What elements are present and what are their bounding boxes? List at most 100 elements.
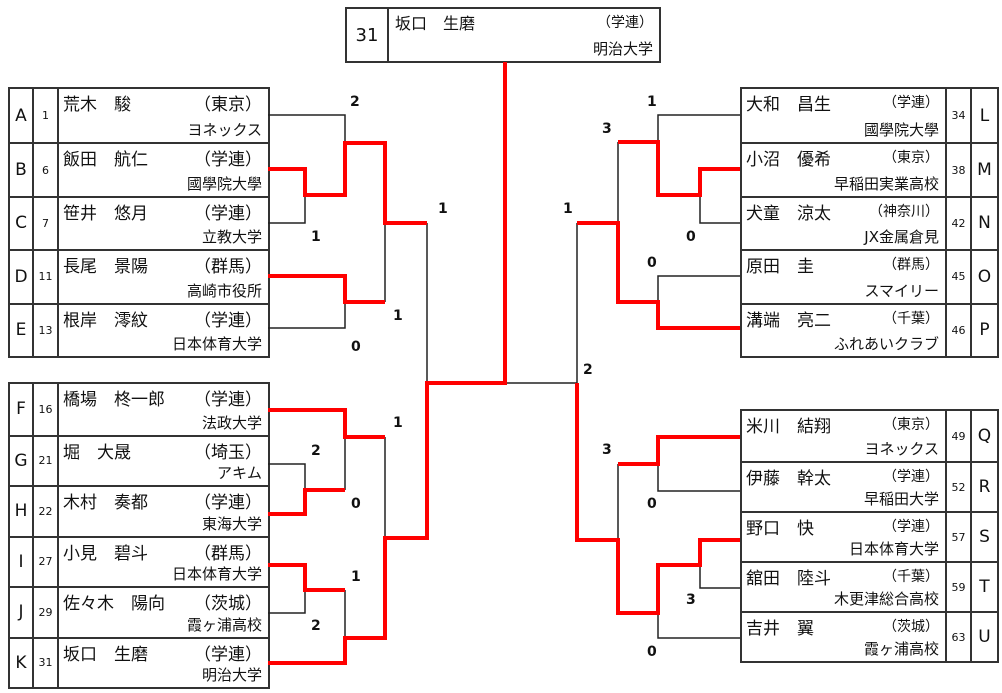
winner-line (575, 383, 740, 615)
player-organization: ヨネックス (864, 440, 939, 458)
score: 0 (647, 255, 657, 271)
player-organization: 霞ヶ浦高校 (863, 640, 939, 658)
player-organization: 木更津総合高校 (833, 590, 939, 608)
winner-line (618, 140, 740, 197)
player-organization: 早稲田大学 (863, 490, 939, 508)
player-info: 舘田 陸斗 （千葉） 木更津総合高校 (742, 563, 947, 611)
winner-lines (268, 62, 740, 665)
player-info: 大和 昌生 （学連） 國學院大學 (742, 89, 947, 143)
player-organization: 日本体育大学 (171, 334, 262, 353)
player-prefecture: （群馬） (194, 543, 262, 564)
line (268, 437, 386, 638)
player-seed: 59 (947, 563, 972, 611)
player-prefecture: （神奈川） (869, 203, 939, 220)
player-info: 長尾 景陽 （群馬） 高崎市役所 (59, 251, 268, 302)
score: 1 (563, 201, 573, 217)
winner-line (268, 408, 385, 439)
player-seed: 1 (34, 89, 59, 143)
player-letter: E (10, 304, 34, 356)
player-info: 小沼 優希 （東京） 早稲田実業高校 (742, 144, 947, 196)
player-seed: 11 (34, 251, 59, 303)
line (268, 114, 428, 383)
player-prefecture: （東京） (194, 95, 262, 115)
player-organization: 國學院大學 (186, 174, 262, 193)
score: 1 (647, 94, 657, 110)
score: 1 (393, 415, 403, 431)
player-prefecture: （学連） (194, 203, 262, 224)
player-name: 長尾 景陽 (63, 257, 148, 278)
champion-seed: 31 (347, 9, 389, 61)
score: 0 (686, 229, 696, 245)
player-letter: K (10, 638, 34, 687)
player-organization: JX金属倉見 (864, 228, 939, 247)
player-info: 橋場 柊一郎 （学連） 法政大学 (59, 384, 268, 435)
player-organization: 日本体育大学 (848, 540, 939, 558)
player-letter: C (10, 197, 34, 250)
player-letter: J (10, 588, 34, 637)
score: 2 (311, 618, 321, 634)
player-letter: D (10, 251, 34, 303)
champion-name: 坂口 生磨 (395, 14, 476, 33)
player-letter: M (977, 160, 992, 181)
player-organization: ふれあいクラブ (833, 334, 939, 353)
player-prefecture: （学連） (194, 310, 262, 331)
player-organization: スマイリー (864, 281, 939, 300)
player-organization: 霞ヶ浦高校 (186, 615, 262, 634)
player-seed: 57 (947, 513, 972, 561)
player-seed: 34 (947, 89, 972, 143)
player-organization: 早稲田実業高校 (833, 174, 939, 193)
player-seed: 16 (34, 384, 59, 435)
player-info: 根岸 澪紋 （学連） 日本体育大学 (59, 305, 268, 356)
player-name: 溝端 亮二 (746, 310, 831, 331)
player-prefecture: （埼玉） (194, 442, 262, 463)
player-letter: L (979, 105, 990, 126)
player-seed: 45 (947, 251, 972, 303)
player-seed: 31 (34, 638, 59, 687)
player-name: 吉井 翼 (746, 619, 814, 639)
player-seed: 42 (947, 197, 972, 250)
score: 0 (647, 644, 657, 660)
player-name: 飯田 航仁 (63, 150, 148, 171)
line (505, 223, 578, 384)
player-info: 吉井 翼 （茨城） 霞ヶ浦高校 (742, 613, 947, 661)
player-letter: U (978, 627, 991, 647)
player-name: 伊藤 幹太 (746, 469, 831, 489)
player-organization: 高崎市役所 (186, 281, 262, 300)
champion-pref: （学連） (597, 15, 653, 31)
score: 1 (311, 229, 321, 245)
player-info: 伊藤 幹太 （学連） 早稲田大学 (742, 463, 947, 511)
player-prefecture: （東京） (883, 150, 939, 167)
player-prefecture: （学連） (883, 519, 939, 535)
player-organization: アキム (216, 464, 262, 482)
score: 0 (351, 496, 361, 512)
player-info: 小見 碧斗 （群馬） 日本体育大学 (59, 538, 268, 587)
player-prefecture: （学連） (194, 493, 262, 513)
player-seed: 7 (34, 197, 59, 250)
player-info: 飯田 航仁 （学連） 國學院大學 (59, 144, 268, 195)
player-name: 笹井 悠月 (63, 203, 148, 224)
player-letter: G (10, 436, 34, 485)
player-seed: 49 (947, 411, 972, 461)
player-name: 橋場 柊一郎 (63, 390, 165, 410)
player-seed: 6 (34, 144, 59, 196)
score: 3 (602, 121, 612, 137)
player-letter: B (10, 144, 34, 196)
player-info: 坂口 生磨 （学連） 明治大学 (59, 639, 268, 688)
player-organization: 法政大学 (201, 413, 262, 432)
player-name: 佐々木 陽向 (63, 594, 165, 614)
player-name: 小沼 優希 (746, 150, 831, 171)
score: 2 (350, 94, 360, 110)
score: 3 (602, 442, 612, 458)
